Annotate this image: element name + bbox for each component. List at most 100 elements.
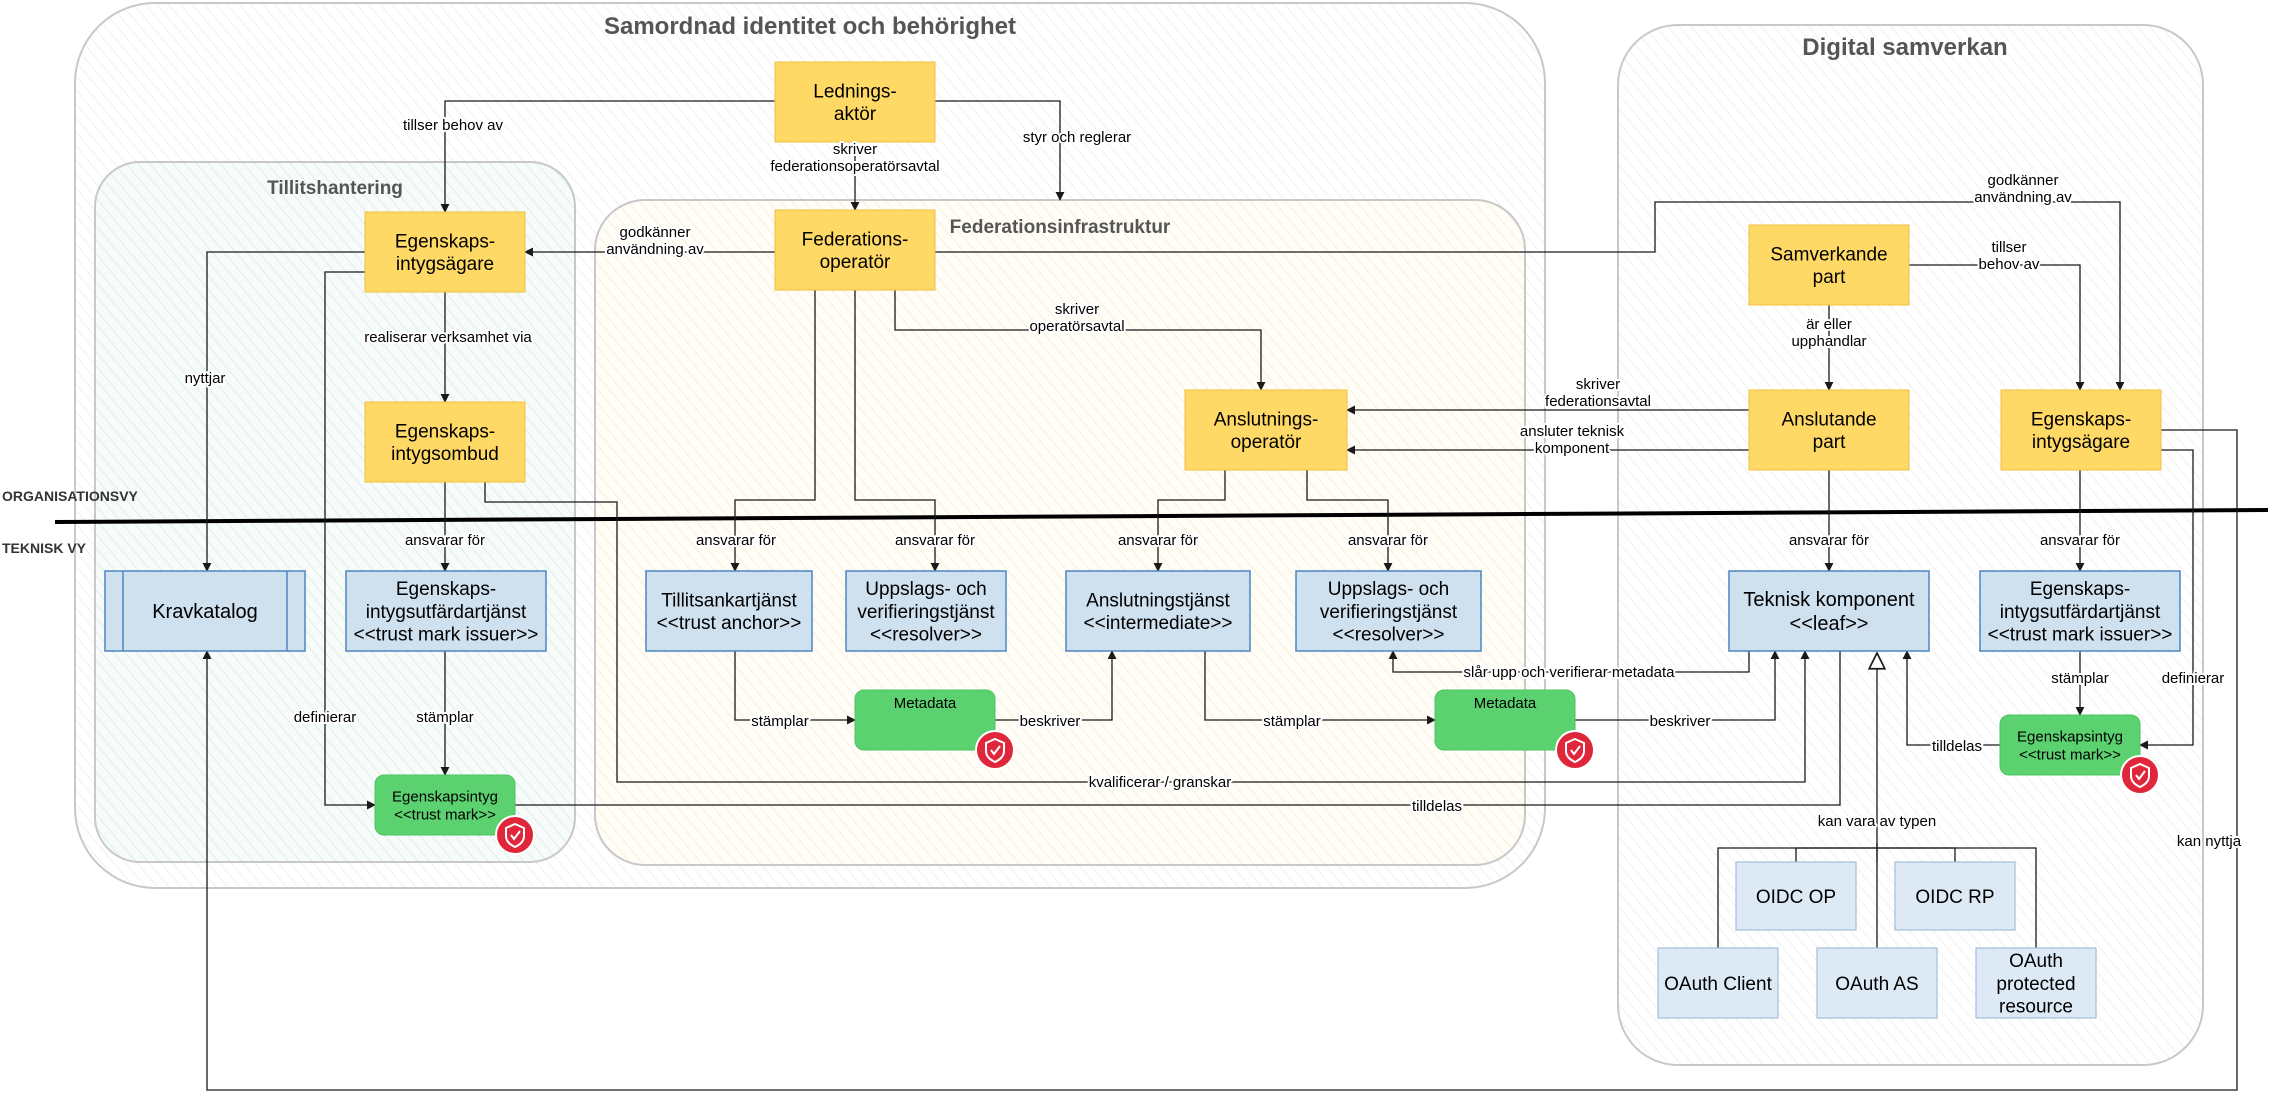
- node-egenskapsintygsombud[interactable]: Egenskaps-intygsombud: [364, 401, 526, 483]
- edge-definierar-1: [324, 271, 376, 810]
- node-label-line: OAuth Client: [1664, 974, 1772, 995]
- node-egenskapsintyg-1[interactable]: Egenskapsintyg<<trust mark>>: [374, 774, 535, 855]
- node-label-line: Metadata: [894, 695, 957, 712]
- edge-label-ansvarar-for-5: ansvarar för: [1348, 532, 1428, 549]
- node-label-line: <<intermediate>>: [1084, 613, 1233, 634]
- node-label-line: intygsombud: [391, 444, 499, 465]
- edge-beskriver-2: [1575, 650, 1780, 721]
- node-teknisk-komponent[interactable]: Teknisk komponent<<leaf>>: [1728, 570, 1930, 652]
- shield-badge-icon: [975, 730, 1015, 770]
- node-egenskapsintyg-2[interactable]: Egenskapsintyg<<trust mark>>: [1999, 714, 2160, 795]
- node-label-line: Anslutnings-: [1214, 409, 1319, 430]
- node-label: OAuth Client: [1664, 974, 1772, 995]
- edge-label-line: kan vara av typen: [1818, 813, 1936, 830]
- edge-label-line: användning av: [1974, 189, 2072, 206]
- node-label: Egenskapsintyg<<trust mark>>: [392, 788, 498, 823]
- node-label-line: Egenskaps-: [395, 231, 495, 252]
- node-oauth-as[interactable]: OAuth AS: [1816, 947, 1938, 1019]
- node-label-line: operatör: [820, 252, 891, 273]
- edge-label-line: definierar: [2162, 670, 2225, 687]
- node-label-line: OIDC RP: [1915, 887, 1994, 908]
- node-oauth-client[interactable]: OAuth Client: [1657, 947, 1779, 1019]
- edge-tilldelas-1: [515, 651, 1841, 806]
- edge-label-styr-och-reglerar: styr och reglerar: [1023, 129, 1131, 146]
- edge-label-line: användning av: [606, 241, 704, 258]
- edge-label-line: stämplar: [416, 709, 474, 726]
- node-label-line: Kravkatalog: [152, 601, 258, 623]
- node-label: OAuth AS: [1835, 974, 1918, 995]
- node-anslutningstjanst[interactable]: Anslutningstjänst<<intermediate>>: [1065, 570, 1251, 652]
- node-box: [1999, 714, 2141, 776]
- node-kravkatalog[interactable]: Kravkatalog: [104, 570, 306, 652]
- edge-label-ansvarar-for-7: ansvarar för: [2040, 532, 2120, 549]
- node-box: [1975, 947, 2097, 1019]
- edge-label-stamplar-1: stämplar: [416, 709, 474, 726]
- node-label: Egenskapsintyg<<trust mark>>: [2017, 728, 2123, 763]
- edge-label-stamplar-3: stämplar: [1263, 713, 1321, 730]
- edge-label-line: beskriver: [1650, 713, 1711, 730]
- node-egenskapsintygsagare[interactable]: Egenskaps-intygsägare: [364, 211, 526, 293]
- edge-kvalificerar: [484, 482, 1810, 783]
- edge-beskriver-1: [995, 650, 1117, 721]
- edge-label-line: stämplar: [2051, 670, 2109, 687]
- edge-label-ansvarar-for-6: ansvarar för: [1789, 532, 1869, 549]
- group-tillit: Tillitshantering: [94, 161, 576, 863]
- node-anslutningsoperator[interactable]: Anslutnings-operatör: [1184, 389, 1348, 471]
- edge-label-line: ansvarar för: [1789, 532, 1869, 549]
- node-box: [854, 689, 996, 751]
- edge-styr-och-reglerar: [935, 100, 1065, 201]
- node-label-line: Anslutande: [1781, 409, 1876, 430]
- node-label-line: Egenskapsintyg: [392, 788, 498, 805]
- edge-tilldelas-2: [1902, 650, 2000, 746]
- group-federation: Federationsinfrastruktur: [594, 199, 1526, 866]
- node-label-line: Egenskaps-: [2030, 579, 2130, 600]
- node-label: Tillitsankartjänst<<trust anchor>>: [657, 590, 802, 634]
- edge-ansvarar-for-3: [854, 290, 940, 572]
- node-oidc-rp[interactable]: OIDC RP: [1894, 861, 2016, 931]
- group-title-samordnad: Samordnad identitet och behörighet: [604, 13, 1016, 40]
- node-egenskapsintygsagare-2[interactable]: Egenskaps-intygsägare: [2000, 389, 2162, 471]
- edge-label-line: ansvarar för: [1348, 532, 1428, 549]
- edge-slar-upp: [1388, 650, 1750, 673]
- shield-badge-icon: [1555, 730, 1595, 770]
- node-label-line: Uppslags- och: [1328, 579, 1449, 600]
- edge-label-line: stämplar: [1263, 713, 1321, 730]
- node-label-line: Anslutningstjänst: [1086, 590, 1230, 611]
- node-label-line: Federations-: [802, 229, 909, 250]
- edge-label-line: tilldelas: [1412, 798, 1462, 815]
- view-label-teknisk: TEKNISK VY: [2, 540, 87, 556]
- node-label: Lednings-aktör: [813, 81, 896, 125]
- node-label-line: resource: [1999, 997, 2073, 1018]
- node-metadata-1[interactable]: Metadata: [854, 689, 1015, 770]
- node-federationsoperator[interactable]: Federations-operatör: [774, 209, 936, 291]
- node-box: [364, 401, 526, 483]
- edge-label-line: realiserar verksamhet via: [364, 329, 532, 346]
- node-ledningsaktor[interactable]: Lednings-aktör: [774, 61, 936, 143]
- node-box: [1295, 570, 1482, 652]
- node-utfardartjanst-2[interactable]: Egenskaps-intygsutfärdartjänst<<trust ma…: [1979, 570, 2181, 652]
- node-label-line: OAuth: [2009, 951, 2063, 972]
- node-oidc-op[interactable]: OIDC OP: [1735, 861, 1857, 931]
- node-label-line: protected: [1996, 974, 2075, 995]
- node-box: [774, 209, 936, 291]
- node-metadata-2[interactable]: Metadata: [1434, 689, 1595, 770]
- node-tillitsankar[interactable]: Tillitsankartjänst<<trust anchor>>: [645, 570, 813, 652]
- edge-label-kan-nyttja: kan nyttja: [2177, 833, 2242, 850]
- node-box: [345, 570, 547, 652]
- edge-tillser-behov-av-2: [1909, 264, 2085, 391]
- node-label-line: intygsutfärdartjänst: [366, 602, 527, 623]
- edge-definierar-2: [2139, 449, 2194, 750]
- edge-label-line: kan nyttja: [2177, 833, 2242, 850]
- edge-godkanner-anvandning-av-2: [935, 201, 2125, 391]
- node-box: [774, 61, 936, 143]
- node-utfardartjanst[interactable]: Egenskaps-intygsutfärdartjänst<<trust ma…: [345, 570, 547, 652]
